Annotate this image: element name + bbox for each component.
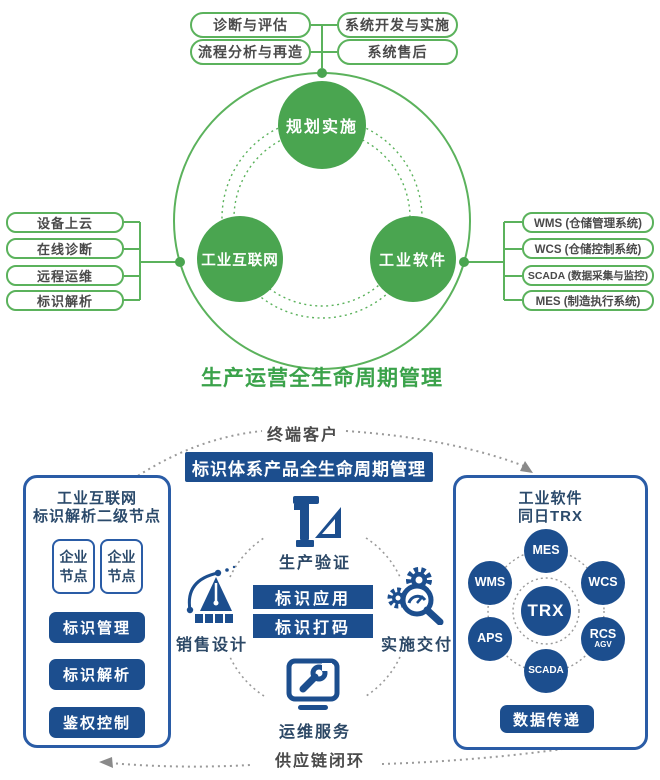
side-connectors (124, 221, 522, 301)
bar-id-application: 标识应用 (253, 585, 373, 609)
right-box-scada: SCADA (数据采集与监控) (522, 265, 654, 286)
cycle-label-delivery: 实施交付 (380, 637, 453, 654)
software-circle-aps: APS (468, 617, 512, 661)
button-data-transfer: 数据传递 (500, 705, 594, 733)
cycle-label-sales-design: 销售设计 (175, 637, 248, 654)
enterprise-node-box: 企业节点 (100, 539, 143, 594)
software-circle-scada: SCADA (524, 649, 568, 693)
top-branch-connectors (311, 24, 337, 68)
left-panel-title-line2: 标识解析二级节点 (32, 508, 161, 525)
button-id-management: 标识管理 (49, 612, 145, 643)
circle-industrial-software: 工业软件 (370, 216, 456, 302)
right-panel-title-line2: 同日TRX (517, 508, 583, 525)
enterprise-node-box: 企业节点 (52, 539, 95, 594)
top-arc-label: 终端客户 (266, 427, 339, 444)
banner-title: 标识体系产品全生命周期管理 (185, 452, 433, 482)
software-circle-wms: WMS (468, 561, 512, 605)
branch-box-after-sales: 系统售后 (337, 39, 458, 65)
enterprise-node-label: 企业节点 (107, 548, 136, 584)
software-circle-mes: MES (524, 529, 568, 573)
left-box-id-resolution: 标识解析 (6, 290, 124, 311)
cycle-label-production: 生产验证 (278, 555, 351, 572)
bottom-arc-label: 供应链闭环 (274, 753, 365, 770)
circle-planning: 规划实施 (278, 81, 366, 169)
left-box-remote-om: 远程运维 (6, 265, 124, 286)
button-auth-control: 鉴权控制 (49, 707, 145, 738)
software-circle-wcs: WCS (581, 561, 625, 605)
right-box-mes: MES (制造执行系统) (522, 290, 654, 311)
top-section-title: 生产运营全生命周期管理 (201, 367, 443, 390)
enterprise-node-label: 企业节点 (59, 548, 88, 584)
monitor-wrench-icon (286, 658, 340, 710)
right-panel-title-line1: 工业软件 (518, 490, 583, 507)
rcs-label: RCS (589, 627, 617, 642)
branch-box-diagnosis: 诊断与评估 (190, 12, 311, 38)
left-panel-secondary-node: 工业互联网 标识解析二级节点 企业节点 企业节点 标识管理 标识解析 鉴权控制 (23, 475, 171, 748)
agv-label: AGV (594, 640, 612, 650)
circle-industrial-internet: 工业互联网 (197, 216, 283, 302)
top-arc-arrowhead (520, 461, 533, 473)
caliper-icon (293, 496, 341, 547)
pen-design-icon (186, 565, 236, 623)
bottom-arc-arrowhead (99, 757, 113, 768)
right-panel-industrial-software: 工业软件 同日TRX MES WMS WCS TRX APS RCS AGV S… (453, 475, 648, 750)
left-panel-title-line1: 工业互联网 (56, 490, 137, 507)
button-id-resolution: 标识解析 (49, 659, 145, 690)
branch-box-process: 流程分析与再造 (190, 39, 311, 65)
right-box-wms: WMS (仓储管理系统) (522, 212, 654, 233)
cycle-label-om-service: 运维服务 (278, 724, 351, 741)
software-dotted-ring (487, 549, 605, 673)
bar-id-coding: 标识打码 (253, 614, 373, 638)
software-circle-trx: TRX (521, 586, 571, 636)
left-box-online-diagnosis: 在线诊断 (6, 238, 124, 259)
branch-box-system-dev: 系统开发与实施 (337, 12, 458, 38)
software-circle-rcs-agv: RCS AGV (581, 617, 625, 661)
right-box-wcs: WCS (仓储控制系统) (522, 238, 654, 259)
left-box-device-cloud: 设备上云 (6, 212, 124, 233)
gears-magnifier-icon (387, 567, 444, 625)
